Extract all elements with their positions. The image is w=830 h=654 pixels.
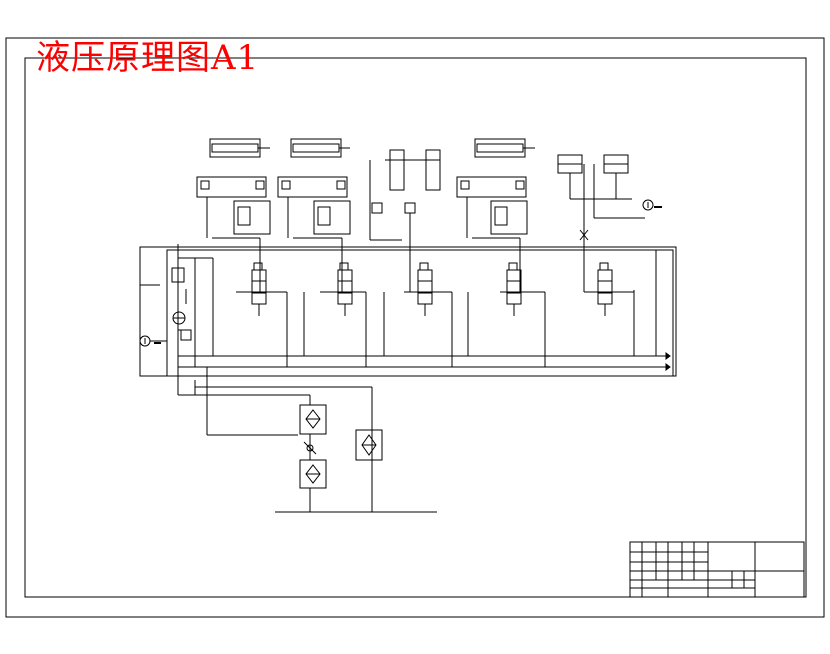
directional-valve-2 xyxy=(337,262,353,316)
directional-valve-1 xyxy=(251,262,267,316)
directional-valve-5 xyxy=(597,262,613,316)
actuator-5-clamp-cylinders xyxy=(557,154,645,293)
actuator-3-vertical-cylinders xyxy=(369,149,452,293)
filter-1 xyxy=(299,404,327,435)
relief-valve-assembly xyxy=(171,244,213,395)
actuator-4 xyxy=(456,138,545,293)
outer-sheet-border xyxy=(5,37,825,618)
filter-2 xyxy=(299,459,327,489)
valve-manifold xyxy=(139,246,677,377)
title-block xyxy=(629,541,805,598)
filter-3 xyxy=(355,429,383,461)
actuator-2 xyxy=(277,138,366,293)
directional-valve-4 xyxy=(506,262,522,316)
drawing-title: 液压原理图A1 xyxy=(36,38,260,78)
pressure-gauge-right xyxy=(642,199,662,211)
pressure-gauge-left xyxy=(139,335,167,347)
supply-return-piping xyxy=(178,367,437,513)
check-valve xyxy=(303,441,317,455)
inner-drawing-frame xyxy=(24,57,807,598)
actuator-1 xyxy=(196,138,287,293)
directional-valve-3 xyxy=(417,262,433,316)
